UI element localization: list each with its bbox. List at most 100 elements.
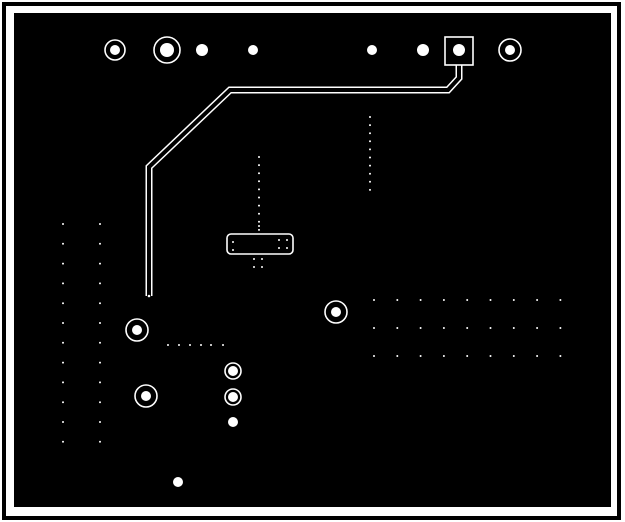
via xyxy=(369,124,371,127)
via xyxy=(99,223,101,225)
via xyxy=(559,327,562,329)
via xyxy=(258,225,260,227)
via xyxy=(466,327,469,329)
via xyxy=(373,299,375,301)
via xyxy=(62,421,64,423)
via xyxy=(258,196,260,199)
pad-ring xyxy=(134,384,158,408)
pad-hole xyxy=(228,366,238,376)
via xyxy=(369,156,371,159)
via xyxy=(222,344,224,346)
via xyxy=(419,355,422,357)
via xyxy=(258,172,260,175)
via xyxy=(466,355,469,357)
trace xyxy=(147,60,461,296)
via xyxy=(178,344,180,346)
component-outline xyxy=(226,233,294,255)
via xyxy=(396,299,399,301)
via xyxy=(99,440,101,443)
via xyxy=(253,258,255,260)
pad-ring xyxy=(125,318,149,342)
trace-end-via xyxy=(147,294,151,298)
pad-ring xyxy=(224,388,242,406)
pad-solid xyxy=(248,45,258,55)
via xyxy=(396,355,399,357)
via xyxy=(99,282,101,285)
via xyxy=(62,282,64,285)
square-pad xyxy=(444,36,474,66)
via xyxy=(210,344,212,346)
via xyxy=(373,355,375,357)
via xyxy=(232,241,234,243)
via xyxy=(99,421,101,423)
via xyxy=(278,239,280,241)
via xyxy=(278,247,280,249)
via xyxy=(99,322,101,324)
via xyxy=(442,355,445,357)
via xyxy=(62,440,64,443)
via xyxy=(489,355,492,357)
pad-solid xyxy=(367,45,377,55)
via xyxy=(369,148,371,151)
pad-ring xyxy=(224,362,242,380)
via xyxy=(99,302,101,305)
via xyxy=(286,239,288,241)
via xyxy=(258,156,260,158)
pad-solid xyxy=(228,417,238,427)
via xyxy=(419,299,422,301)
via xyxy=(261,266,263,268)
via xyxy=(200,344,202,346)
pad-hole xyxy=(331,307,341,317)
pad-ring xyxy=(104,39,126,61)
via xyxy=(62,401,64,404)
via xyxy=(536,327,539,329)
board-area xyxy=(14,13,611,507)
via xyxy=(369,116,371,118)
pad-ring xyxy=(324,300,348,324)
via xyxy=(62,361,64,364)
via xyxy=(419,327,422,329)
via xyxy=(442,299,445,301)
via xyxy=(489,327,492,329)
via xyxy=(369,132,371,135)
via xyxy=(99,381,101,384)
pad-hole xyxy=(160,43,174,57)
via xyxy=(99,401,101,404)
via xyxy=(62,242,64,245)
via xyxy=(536,299,539,301)
via xyxy=(258,180,260,183)
via xyxy=(258,228,260,231)
via xyxy=(232,249,234,251)
via xyxy=(189,344,191,346)
via xyxy=(99,341,101,344)
pad-ring xyxy=(498,38,522,62)
via xyxy=(62,381,64,384)
via xyxy=(62,341,64,344)
via xyxy=(369,140,371,143)
via xyxy=(536,355,539,357)
via xyxy=(258,212,260,215)
via xyxy=(258,204,260,207)
via xyxy=(99,262,101,265)
via xyxy=(261,258,263,260)
via xyxy=(62,302,64,305)
via xyxy=(512,327,515,329)
pad-hole xyxy=(141,391,151,401)
via xyxy=(253,266,255,268)
via xyxy=(559,299,562,301)
via xyxy=(286,247,288,249)
via xyxy=(62,322,64,324)
via xyxy=(489,299,492,301)
via xyxy=(62,223,64,225)
via xyxy=(442,327,445,329)
pad-hole xyxy=(110,45,120,55)
via xyxy=(99,242,101,245)
via xyxy=(369,180,371,183)
via xyxy=(258,188,260,191)
via xyxy=(373,327,375,329)
pad-ring xyxy=(153,36,181,64)
pad-solid xyxy=(173,477,183,487)
via xyxy=(369,164,371,167)
